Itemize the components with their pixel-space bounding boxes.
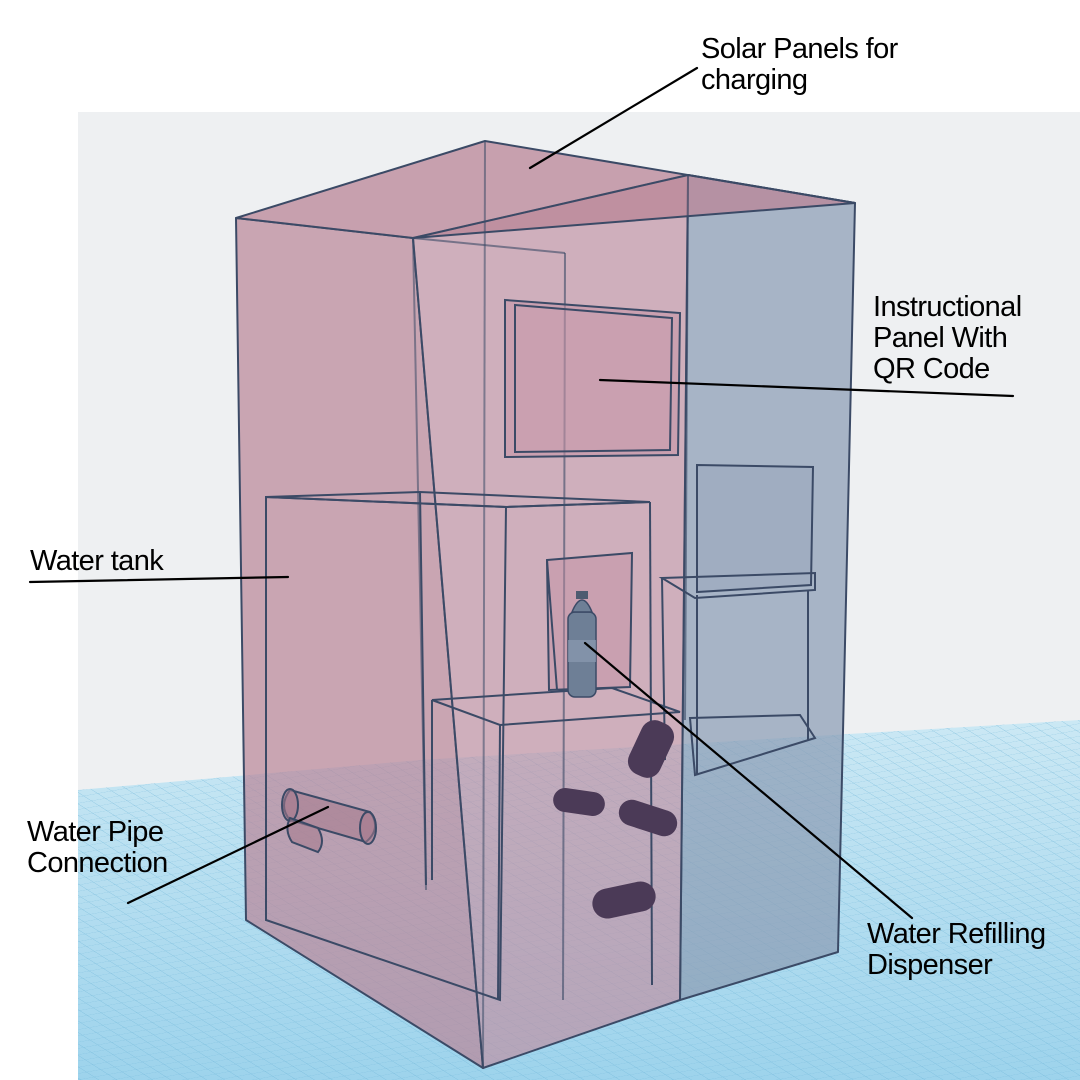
label-line: Connection bbox=[27, 848, 168, 879]
label-line: Solar Panels for bbox=[701, 34, 898, 65]
label-water-tank: Water tank bbox=[30, 546, 163, 577]
label-water-pipe: Water Pipe Connection bbox=[27, 817, 168, 879]
label-line: Instructional bbox=[873, 292, 1022, 323]
label-line: Water tank bbox=[30, 546, 163, 577]
label-line: Dispenser bbox=[867, 950, 1045, 981]
label-line: Water Pipe bbox=[27, 817, 168, 848]
kiosk-body bbox=[236, 141, 855, 1068]
instructional-panel-box bbox=[505, 300, 680, 457]
label-line: Water Refilling bbox=[867, 919, 1045, 950]
label-line: QR Code bbox=[873, 354, 1022, 385]
label-line: charging bbox=[701, 65, 898, 96]
label-water-refilling: Water Refilling Dispenser bbox=[867, 919, 1045, 981]
label-solar-panels: Solar Panels for charging bbox=[701, 34, 898, 96]
label-line: Panel With bbox=[873, 323, 1022, 354]
label-instructional-panel: Instructional Panel With QR Code bbox=[873, 292, 1022, 385]
